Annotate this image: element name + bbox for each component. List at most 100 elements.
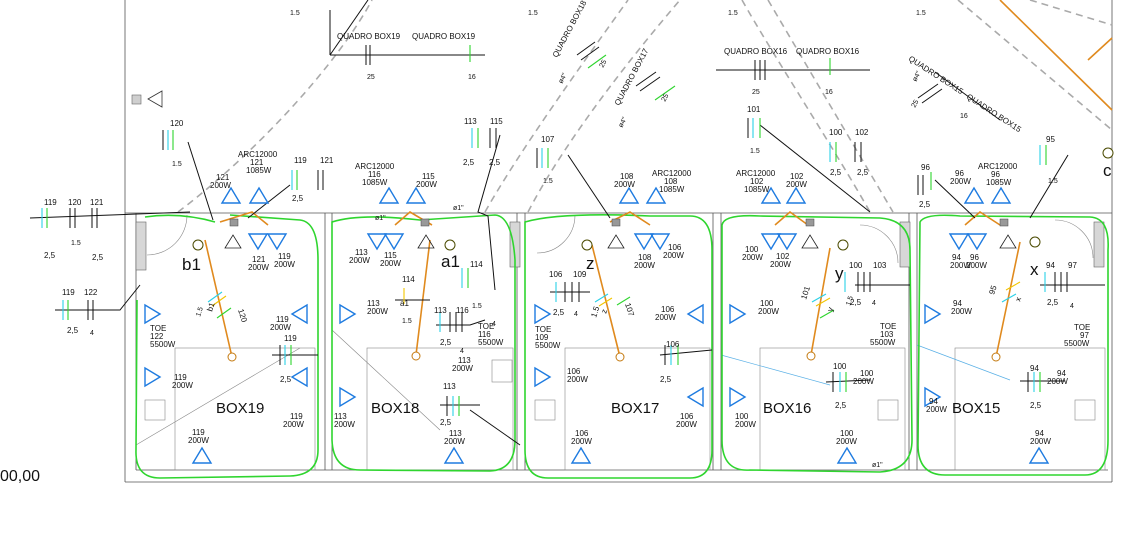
svg-text:107: 107	[623, 302, 636, 318]
svg-text:1.5: 1.5	[750, 148, 760, 155]
leader-lines	[29, 0, 1105, 446]
svg-text:114: 114	[470, 260, 483, 269]
svg-text:2,5: 2,5	[44, 251, 56, 260]
svg-text:5500W: 5500W	[870, 338, 896, 347]
svg-text:a1: a1	[400, 299, 409, 308]
svg-text:1.5: 1.5	[528, 10, 538, 17]
svg-text:1085W: 1085W	[659, 185, 685, 194]
svg-text:TOE: TOE	[478, 322, 494, 331]
svg-text:120: 120	[170, 119, 184, 128]
svg-text:2,5: 2,5	[850, 298, 862, 307]
svg-text:119: 119	[294, 156, 307, 165]
svg-text:119: 119	[284, 334, 297, 343]
walls	[124, 0, 1113, 483]
svg-text:113: 113	[464, 117, 477, 126]
svg-text:4: 4	[872, 300, 876, 307]
svg-text:119: 119	[278, 252, 291, 261]
svg-text:1.5: 1.5	[916, 10, 926, 17]
svg-text:96: 96	[921, 163, 930, 172]
svg-text:200W: 200W	[380, 259, 401, 268]
svg-text:4: 4	[574, 311, 578, 318]
svg-text:113: 113	[355, 248, 368, 257]
svg-text:106: 106	[661, 305, 675, 314]
svg-text:94: 94	[952, 253, 961, 262]
svg-text:200W: 200W	[334, 420, 355, 429]
svg-text:200W: 200W	[444, 437, 465, 446]
svg-text:200W: 200W	[614, 180, 635, 189]
svg-text:200W: 200W	[1047, 377, 1068, 386]
svg-text:114: 114	[402, 275, 415, 284]
svg-text:ø4": ø4"	[912, 70, 923, 83]
switch-z: z	[586, 254, 595, 273]
svg-text:200W: 200W	[367, 307, 388, 316]
svg-text:200W: 200W	[950, 177, 971, 186]
panel-label: QUADRO BOX15	[965, 92, 1023, 134]
svg-text:2,5: 2,5	[1030, 401, 1042, 410]
svg-text:1085W: 1085W	[362, 178, 388, 187]
svg-text:94: 94	[1046, 261, 1055, 270]
svg-text:2,5: 2,5	[67, 326, 79, 335]
svg-text:200W: 200W	[926, 405, 947, 414]
panel-label: QUADRO BOX16	[724, 47, 788, 56]
svg-text:115: 115	[384, 251, 397, 260]
svg-text:200W: 200W	[571, 437, 592, 446]
svg-text:102: 102	[776, 252, 790, 261]
svg-text:4: 4	[492, 321, 496, 328]
svg-text:94: 94	[953, 299, 962, 308]
svg-text:102: 102	[790, 172, 804, 181]
circuit-ticks	[41, 41, 1068, 416]
svg-text:119: 119	[290, 412, 303, 421]
svg-text:TOE: TOE	[880, 322, 896, 331]
svg-text:2,5: 2,5	[440, 418, 452, 427]
svg-text:200W: 200W	[248, 263, 269, 272]
svg-text:2,5: 2,5	[440, 338, 452, 347]
svg-text:16: 16	[825, 89, 833, 96]
svg-text:1.5: 1.5	[172, 161, 182, 168]
svg-text:ø4": ø4"	[558, 72, 569, 85]
panel-label: QUADRO BOX19	[337, 32, 401, 41]
svg-text:94: 94	[929, 397, 938, 406]
svg-text:102: 102	[855, 128, 869, 137]
svg-text:106: 106	[680, 412, 694, 421]
svg-text:120: 120	[68, 198, 82, 207]
svg-text:200W: 200W	[655, 313, 676, 322]
svg-text:200W: 200W	[416, 180, 437, 189]
svg-text:1.5: 1.5	[472, 303, 482, 310]
svg-text:5500W: 5500W	[478, 338, 504, 347]
svg-text:116: 116	[478, 330, 491, 339]
dashed-conduits	[177, 0, 1113, 213]
svg-text:200W: 200W	[853, 377, 874, 386]
svg-text:1085W: 1085W	[744, 185, 770, 194]
svg-text:115: 115	[490, 117, 503, 126]
svg-text:200W: 200W	[452, 364, 473, 373]
labels: 00,00 BOX19 BOX18 BOX17 BOX16 BOX15 b1 a…	[0, 0, 1112, 485]
svg-text:94: 94	[1057, 369, 1066, 378]
svg-text:ø1": ø1"	[872, 462, 883, 469]
svg-text:100: 100	[735, 412, 749, 421]
svg-text:109: 109	[573, 270, 587, 279]
svg-text:103: 103	[873, 261, 887, 270]
svg-text:5500W: 5500W	[1064, 339, 1090, 348]
svg-text:100: 100	[829, 128, 843, 137]
orange-wires	[204, 0, 1113, 362]
svg-text:200W: 200W	[188, 436, 209, 445]
svg-text:2,5: 2,5	[553, 308, 565, 317]
svg-text:25: 25	[911, 99, 921, 109]
svg-text:96: 96	[955, 169, 964, 178]
svg-text:200W: 200W	[950, 261, 971, 270]
svg-text:200W: 200W	[270, 323, 291, 332]
panel-label: QUADRO BOX16	[796, 47, 860, 56]
svg-text:25: 25	[752, 89, 760, 96]
svg-text:115: 115	[422, 172, 435, 181]
svg-text:200W: 200W	[210, 181, 231, 190]
switch-b1: b1	[182, 255, 201, 274]
svg-text:200W: 200W	[676, 420, 697, 429]
svg-text:25: 25	[367, 74, 375, 81]
svg-text:200W: 200W	[1030, 437, 1051, 446]
svg-text:1.5: 1.5	[589, 305, 601, 319]
svg-text:200W: 200W	[951, 307, 972, 316]
svg-text:4: 4	[1070, 303, 1074, 310]
svg-text:121: 121	[216, 173, 230, 182]
svg-text:5500W: 5500W	[535, 341, 561, 350]
svg-text:200W: 200W	[634, 261, 655, 270]
